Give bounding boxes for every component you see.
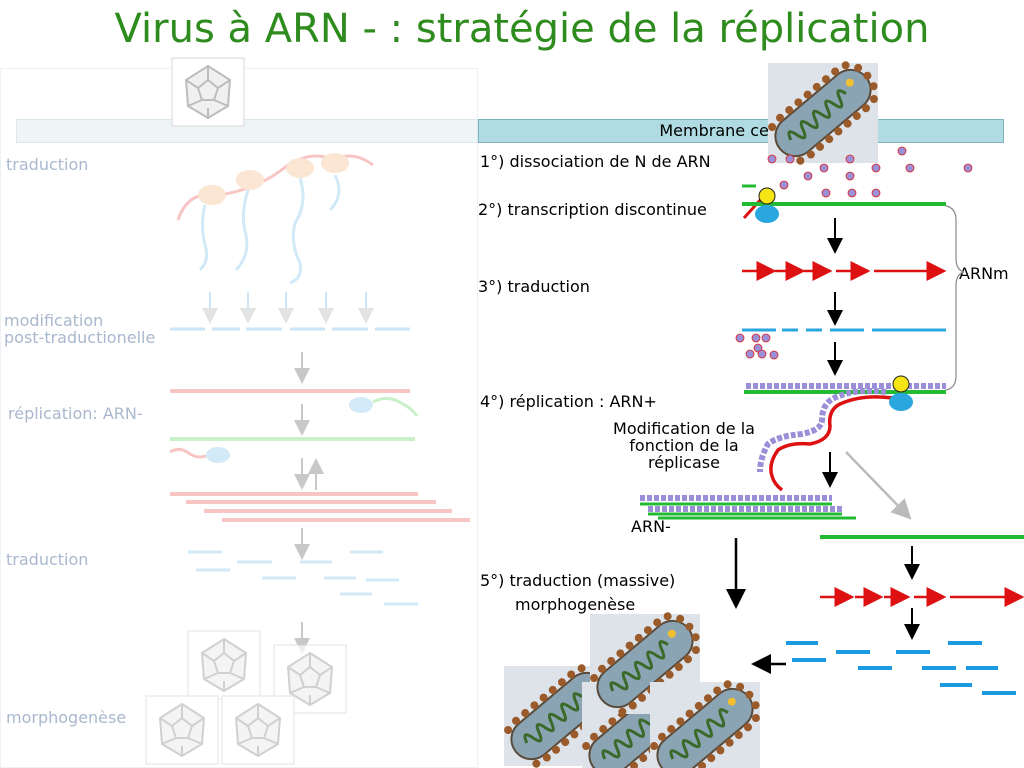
left-label-modification-line1: modification <box>4 311 104 330</box>
faded-protein-arrows <box>170 292 410 331</box>
modification-label-line1: Modification de la <box>613 419 755 438</box>
dissociated-nucleoproteins <box>767 146 973 198</box>
arn-minus-products <box>640 495 856 520</box>
faded-membrane <box>16 119 478 143</box>
modification-label-line2: fonction de la <box>629 436 739 455</box>
step-1-label: 1°) dissociation de N de ARN <box>480 152 711 171</box>
step-3-label: 3°) traduction <box>478 277 590 296</box>
faded-replication <box>169 389 419 463</box>
left-label-traduction-1: traduction <box>6 155 89 174</box>
nucleoprotein-cluster <box>735 333 779 360</box>
faded-arrow-3 <box>294 458 324 490</box>
left-label-morphogenese: morphogenèse <box>6 708 127 727</box>
step-5-label-line2: morphogenèse <box>515 595 636 614</box>
step-5-label-line1: 5°) traduction (massive) <box>480 571 676 590</box>
arnm-bracket <box>945 205 965 391</box>
modification-label-line3: réplicase <box>648 453 720 472</box>
left-label-replication: réplication: ARN- <box>8 404 143 423</box>
faded-translation-ribosomes <box>176 153 374 285</box>
page-title: Virus à ARN - : stratégie de la réplicat… <box>114 6 930 52</box>
faded-rna-minus-stack <box>170 492 470 522</box>
arrow-gray-diagonal <box>845 451 912 520</box>
replication-complex <box>744 383 946 492</box>
polymerase-step2 <box>755 187 779 223</box>
virion-cluster <box>496 601 772 768</box>
transcription-template <box>742 184 946 220</box>
virion-top <box>760 50 890 172</box>
faded-proteins <box>188 550 418 606</box>
proteins-massive <box>786 641 1016 695</box>
faded-capsid-top <box>171 57 245 127</box>
arn-minus-label: ARN- <box>631 517 671 536</box>
step-2-label: 2°) transcription discontinue <box>478 200 707 219</box>
left-label-modification-line2: post-traductionelle <box>4 328 156 347</box>
arnm-label: ARNm <box>959 264 1009 283</box>
polymerase-step4 <box>889 375 913 411</box>
faded-capsids-bottom <box>145 630 347 765</box>
left-label-traduction-2: traduction <box>6 550 89 569</box>
step-4-label: 4°) réplication : ARN+ <box>480 392 657 411</box>
